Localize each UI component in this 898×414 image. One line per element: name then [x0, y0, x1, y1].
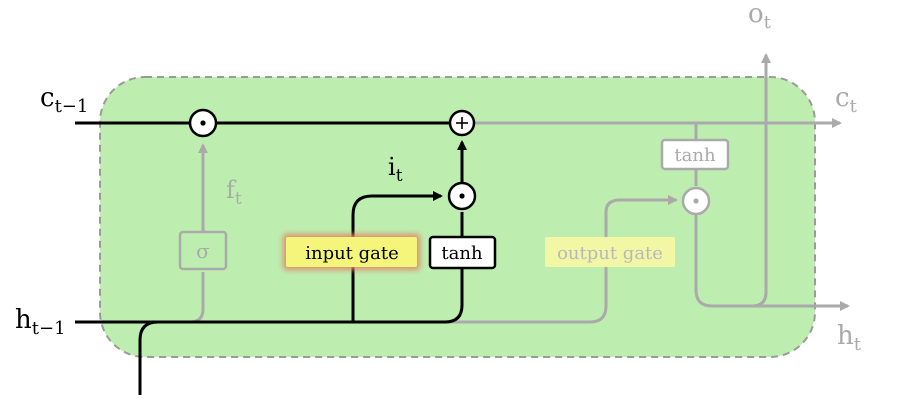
- i-t-label: it: [388, 153, 403, 186]
- o-t-label: ot: [748, 0, 772, 33]
- output-gate-box: output gate: [545, 237, 675, 267]
- sigma-box: σ: [178, 230, 228, 271]
- tanh-input-box: tanh: [428, 235, 497, 270]
- f-t-label: ft: [226, 176, 242, 209]
- sigma-label: σ: [196, 239, 210, 263]
- active-paths: [75, 121, 467, 395]
- tanh-output-box: tanh: [660, 138, 730, 171]
- output-multiply-node: [681, 186, 711, 216]
- cell-add-node: [448, 109, 476, 137]
- c-prev-label: ct−1: [40, 83, 88, 117]
- forget-multiply-node: [188, 108, 218, 138]
- dim-paths: [160, 53, 850, 324]
- c-next-label: ct: [835, 83, 858, 117]
- input-gate-label: input gate: [305, 243, 399, 264]
- h-next-label: ht: [837, 321, 862, 355]
- input-multiply-node: [447, 181, 477, 211]
- tanh-output-label: tanh: [674, 145, 716, 166]
- output-gate-label: output gate: [557, 243, 663, 264]
- h-prev-label: ht−1: [15, 305, 66, 339]
- tanh-input-label: tanh: [441, 243, 483, 264]
- cell-body: [99, 76, 816, 358]
- input-gate-box: input gate: [283, 234, 420, 270]
